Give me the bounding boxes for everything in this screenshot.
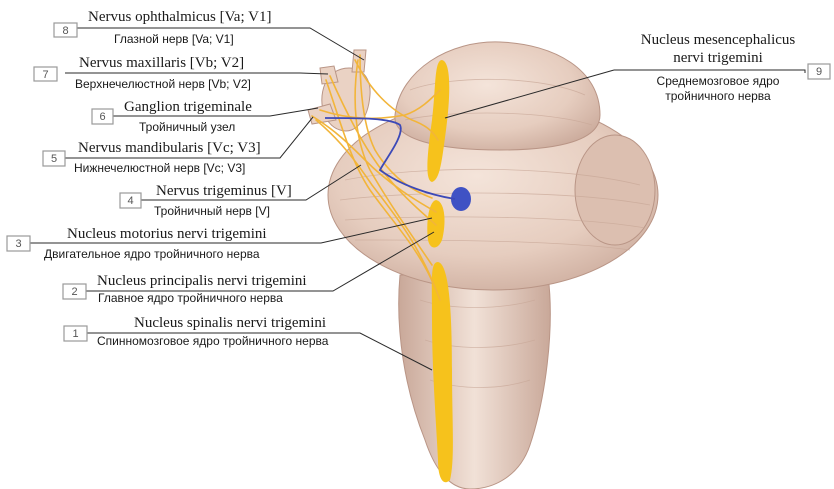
label-6-russian: Тройничный узел bbox=[139, 120, 235, 134]
label-5-russian: Нижнечелюстной нерв [Vc; V3] bbox=[74, 161, 245, 175]
label-3-russian: Двигательное ядро тройничного нерва bbox=[44, 247, 260, 261]
label-7-latin: Nervus maxillaris [Vb; V2] bbox=[79, 55, 244, 71]
label-6-latin: Ganglion trigeminale bbox=[124, 99, 252, 115]
label-2-latin: Nucleus principalis nervi trigemini bbox=[97, 273, 307, 289]
nerve-stump-maxillary bbox=[320, 66, 338, 84]
label-7-number: 7 bbox=[42, 69, 48, 81]
label-8-number: 8 bbox=[62, 25, 68, 37]
label-2-russian: Главное ядро тройничного нерва bbox=[98, 291, 283, 305]
label-4-latin: Nervus trigeminus [V] bbox=[156, 183, 292, 199]
label-9-number: 9 bbox=[816, 66, 822, 78]
label-9-russian-line2: тройничного нерва bbox=[665, 89, 771, 103]
label-8-latin: Nervus ophthalmicus [Va; V1] bbox=[88, 9, 271, 25]
label-4-number: 4 bbox=[127, 195, 133, 207]
label-3-number: 3 bbox=[15, 238, 21, 250]
label-1-latin: Nucleus spinalis nervi trigemini bbox=[134, 315, 326, 331]
label-6-number: 6 bbox=[99, 111, 105, 123]
label-5-number: 5 bbox=[51, 153, 57, 165]
label-1-number: 1 bbox=[72, 328, 78, 340]
label-4-russian: Тройничный нерв [V] bbox=[154, 204, 270, 218]
label-2-number: 2 bbox=[71, 286, 77, 298]
label-8-russian: Глазной нерв [Va; V1] bbox=[114, 32, 234, 46]
label-9-latin-line2: nervi trigemini bbox=[673, 50, 763, 66]
label-9-russian-line1: Среднемозговое ядро bbox=[657, 74, 780, 88]
label-3-latin: Nucleus motorius nervi trigemini bbox=[67, 226, 267, 242]
label-1-russian: Спинномозговое ядро тройничного нерва bbox=[97, 334, 329, 348]
cerebellar-peduncle bbox=[575, 135, 655, 245]
label-7-russian: Верхнечелюстной нерв [Vb; V2] bbox=[75, 77, 251, 91]
label-9-latin-line1: Nucleus mesencephalicus bbox=[641, 32, 796, 48]
label-5-latin: Nervus mandibularis [Vc; V3] bbox=[78, 140, 261, 156]
midbrain bbox=[395, 42, 600, 150]
